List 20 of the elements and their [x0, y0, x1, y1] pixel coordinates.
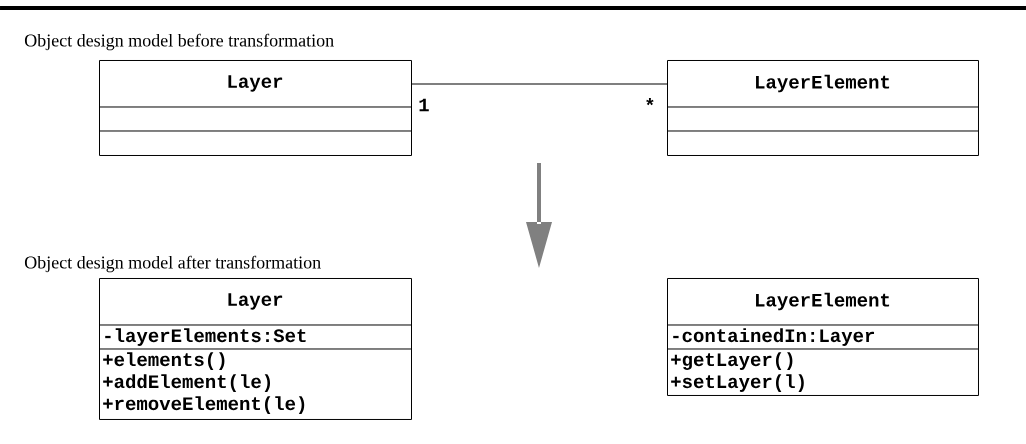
association-line	[411, 83, 668, 85]
class-box	[666, 60, 979, 156]
class-name: LayerElement	[756, 292, 890, 311]
caption: Object design model after transformation	[24, 255, 321, 273]
operation: +setLayer(l)	[671, 374, 804, 392]
attribute: -containedIn:Layer	[673, 328, 874, 346]
class-name: Layer	[228, 293, 283, 310]
operation: +removeElement(le)	[103, 396, 305, 414]
multiplicity: *	[646, 98, 654, 106]
operation: +addElement(le)	[103, 374, 270, 392]
class-box	[666, 278, 979, 396]
class-name: Layer	[228, 75, 283, 92]
class-box	[98, 278, 412, 420]
multiplicity: 1	[419, 98, 429, 112]
operation: +elements()	[103, 352, 225, 370]
operation: +getLayer()	[671, 352, 793, 370]
class-box	[98, 60, 412, 156]
class-name: LayerElement	[756, 74, 890, 93]
attribute: -layerElements:Set	[105, 328, 306, 346]
caption: Object design model before transformation	[24, 33, 334, 51]
